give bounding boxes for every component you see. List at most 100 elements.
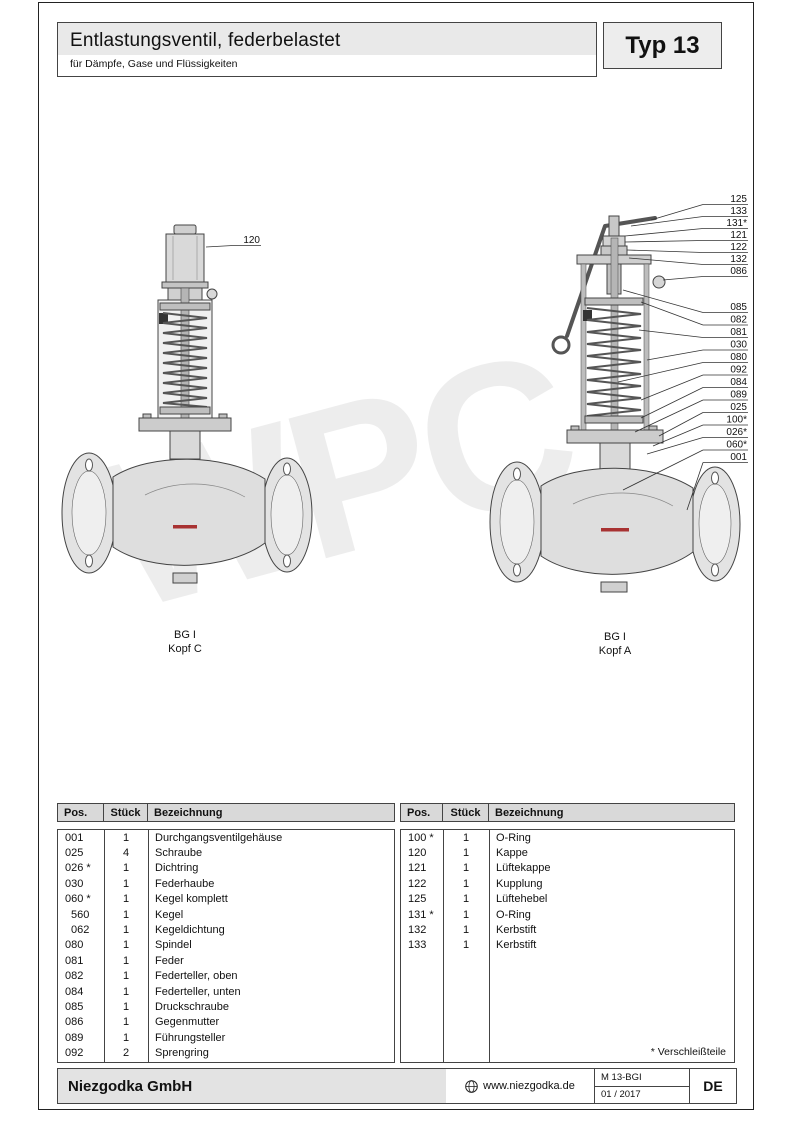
cell-name: Kupplung (496, 877, 543, 890)
cell-name: Sprengring (155, 1047, 209, 1060)
cell-pos: 560 (71, 908, 90, 921)
cell-qty: 1 (122, 939, 130, 952)
cell-name: Federteller, oben (155, 970, 238, 983)
column-header-pos: Pos. (58, 804, 104, 821)
drawing-left-container: 120 BG I Kopf C (55, 195, 365, 655)
left-label-group: 120 (205, 235, 261, 248)
drawing-caption-left: BG I Kopf C (135, 628, 235, 656)
column-header-qty: Stück (104, 804, 148, 821)
doc-meta: M 13-BGI 01 / 2017 (594, 1069, 690, 1103)
cell-pos: 085 (65, 1000, 84, 1013)
part-label: 084 (730, 377, 747, 388)
cell-pos: 062 (71, 924, 90, 937)
part-label: 092 (730, 365, 747, 376)
page-border (38, 2, 754, 1110)
right-label-group: 125133131*121122132086085082081030080092… (617, 194, 748, 511)
part-label: 132 (730, 254, 747, 265)
cell-name: Schraube (155, 847, 203, 860)
wear-parts-footnote: * Verschleißteile (650, 1046, 726, 1058)
leader-line (640, 301, 704, 326)
parts-table-left-header: Pos. Stück Bezeichnung (57, 803, 395, 822)
leader-line (638, 329, 704, 338)
leader-line (622, 289, 704, 313)
drawing-caption-right: BG I Kopf A (565, 630, 665, 658)
cell-name: Dichtring (155, 862, 199, 875)
cell-qty: 1 (462, 847, 470, 860)
cell-pos: 121 (408, 862, 427, 875)
cell-name: Durchgangsventilgehäuse (155, 831, 283, 844)
column-header-name: Bezeichnung (495, 806, 564, 819)
cell-qty: 1 (462, 908, 470, 921)
leader-line (617, 362, 704, 383)
cell-name: O-Ring (496, 908, 531, 921)
type-label: Typ 13 (625, 31, 700, 59)
part-label: 030 (730, 340, 747, 351)
part-label: 089 (730, 390, 747, 401)
part-label: 026* (726, 427, 747, 438)
cell-pos: 001 (65, 831, 84, 844)
cell-pos: 080 (65, 939, 84, 952)
cell-name: Kerbstift (496, 939, 537, 952)
leader-line (646, 437, 704, 455)
cell-name: Feder (155, 954, 184, 967)
cell-pos: 132 (408, 924, 427, 937)
part-label: 121 (730, 230, 747, 241)
cell-qty: 4 (122, 847, 130, 860)
cell-name: Federteller, unten (155, 985, 241, 998)
leader-line (624, 228, 704, 237)
page-subtitle: für Dämpfe, Gase und Flüssigkeiten (58, 55, 596, 76)
cell-name: Lüftekappe (496, 862, 551, 875)
cell-qty: 1 (122, 877, 130, 890)
cell-pos: 100 * (408, 831, 434, 844)
part-label: 122 (730, 242, 747, 253)
cell-pos: 133 (408, 939, 427, 952)
cell-pos: 122 (408, 877, 427, 890)
cell-qty: 1 (122, 893, 130, 906)
website-url: www.niezgodka.de (483, 1080, 575, 1092)
part-label: 125 (730, 194, 747, 205)
part-label: 001 (730, 452, 747, 463)
cell-qty: 1 (122, 1031, 130, 1044)
cell-qty: 1 (122, 985, 130, 998)
valve-drawing-left: 120 (61, 224, 313, 584)
cell-pos: 120 (408, 847, 427, 860)
cell-pos: 081 (65, 954, 84, 967)
doc-number: M 13-BGI (595, 1069, 689, 1087)
website-section: www.niezgodka.de (446, 1069, 594, 1103)
globe-icon (465, 1079, 478, 1093)
leader-line (640, 374, 704, 401)
cell-name: Druckschraube (155, 1000, 229, 1013)
cell-qty: 1 (122, 908, 130, 921)
cell-qty: 1 (462, 893, 470, 906)
leader-line (662, 276, 704, 281)
cell-pos: 092 (65, 1047, 84, 1060)
cell-name: Federhaube (155, 877, 215, 890)
cell-pos: 084 (65, 985, 84, 998)
cell-pos: 131 * (408, 908, 434, 921)
cell-qty: 2 (122, 1047, 130, 1060)
caption-line1: BG I (173, 629, 196, 641)
doc-date: 01 / 2017 (601, 1089, 641, 1101)
cell-qty: 1 (462, 924, 470, 937)
leader-line (634, 399, 704, 433)
cell-qty: 1 (122, 1016, 130, 1029)
column-divider (489, 830, 490, 1062)
column-header-qty: Stück (443, 804, 489, 821)
valve-drawing-right: 125133131*121122132086085082081030080092… (489, 194, 748, 593)
caption-line1: BG I (603, 631, 626, 643)
